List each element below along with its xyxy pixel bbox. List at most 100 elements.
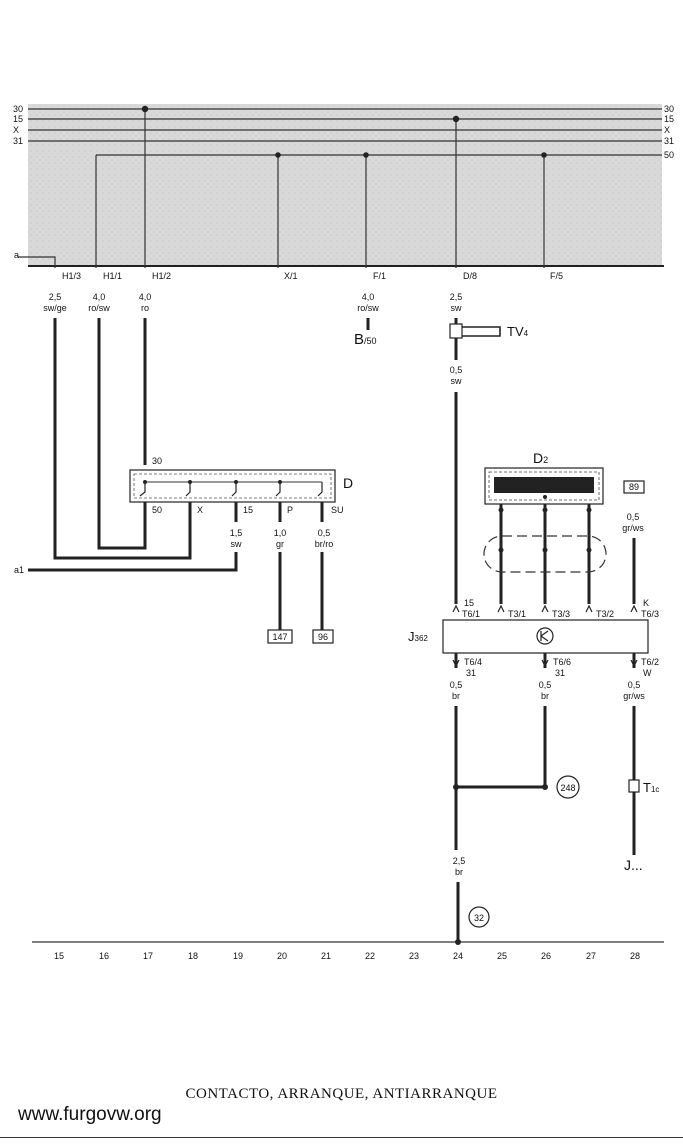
j362-pin-t6-6: T6/6 (553, 657, 571, 667)
shielding-loop (483, 535, 607, 573)
switch-d-pin-x: X (197, 505, 203, 515)
track-24: 24 (453, 951, 463, 961)
switch-d-label: D (343, 475, 353, 491)
connector-f5: F/5 (550, 271, 563, 281)
switch-d-pin-p: P (287, 505, 293, 515)
b50-stub: B/50 (354, 318, 377, 348)
diagram-caption: CONTACTO, ARRANQUE, ANTIARRANQUE (185, 1086, 498, 1102)
ref-box-96 (312, 629, 334, 644)
j-dots-label: J... (624, 857, 643, 873)
rail-label-31-right: 31 (664, 136, 674, 146)
ref-box-147 (267, 629, 293, 644)
wire-gauge-d8: 2,5 (450, 292, 463, 302)
control-unit-j362: J362 (408, 619, 649, 654)
j362-pin-t6-4: T6/4 (464, 657, 482, 667)
rail-label-30-left: 30 (13, 104, 23, 114)
wire-gauge-89: 0,5 (627, 512, 640, 522)
switch-d-pin-30: 30 (152, 456, 162, 466)
b50-label: B/50 (354, 331, 377, 348)
wire-gauge-dsu: 0,5 (318, 528, 331, 538)
supply-rails (28, 108, 662, 156)
j362-label: J362 (408, 629, 428, 644)
connector-f1: F/1 (373, 271, 386, 281)
track-16: 16 (99, 951, 109, 961)
wire-color-d8: sw (451, 303, 463, 313)
wire-gauge-t6-4: 0,5 (450, 680, 463, 690)
wire-gauge-ground: 2,5 (453, 856, 466, 866)
junction-248-dot (453, 784, 459, 790)
wire-color-89: gr/ws (622, 523, 644, 533)
wire-gauge-h1-2: 4,0 (139, 292, 152, 302)
rail-label-15-left: 15 (13, 114, 23, 124)
wire-gauge-f1: 4,0 (362, 292, 375, 302)
track-28: 28 (630, 951, 640, 961)
j362-pin-t3-1: T3/1 (508, 609, 526, 619)
connector-h1-2: H1/2 (152, 271, 171, 281)
j362-pin-k: K (643, 598, 649, 608)
wire-gauge-d15: 1,5 (230, 528, 243, 538)
wire-color-t6-2: gr/ws (623, 691, 645, 701)
a-label: a (14, 250, 19, 260)
switch-d-pin-su: SU (331, 505, 344, 515)
d2-label: D2 (533, 450, 548, 466)
track-18: 18 (188, 951, 198, 961)
j362-pin-31-a: 31 (466, 668, 476, 678)
rail-label-31-left: 31 (13, 136, 23, 146)
j362-pin-t3-3: T3/3 (552, 609, 570, 619)
j362-pin-w: W (643, 668, 652, 678)
switch-d-pin-15: 15 (243, 505, 253, 515)
connector-d8: D/8 (463, 271, 477, 281)
wire-color-h1-3: sw/ge (43, 303, 67, 313)
j362-pin-t6-3: T6/3 (641, 609, 659, 619)
t1c-label: T1c (643, 780, 659, 795)
panel-wiring (18, 109, 545, 268)
bottom-rule (0, 1137, 683, 1138)
wire-color-t6-6: br (541, 691, 549, 701)
track-22: 22 (365, 951, 375, 961)
wire-color-dsu: br/ro (315, 539, 334, 549)
rail-label-15-right: 15 (664, 114, 674, 124)
wire-gauge-h1-1: 4,0 (93, 292, 106, 302)
track-15: 15 (54, 951, 64, 961)
rail-label-x-left: X (13, 125, 19, 135)
tv4-label: TV4 (507, 324, 529, 339)
switch-feed-wires (28, 318, 238, 572)
a1-label: a1 (14, 565, 24, 575)
rail-junctions (141, 105, 547, 158)
rail-label-50-right: 50 (664, 150, 674, 160)
tv4-connector (449, 323, 463, 339)
wire-gauge-t6-6: 0,5 (539, 680, 552, 690)
rail-label-x-right: X (664, 125, 670, 135)
track-21: 21 (321, 951, 331, 961)
track-25: 25 (497, 951, 507, 961)
relay-panel (28, 104, 662, 266)
ref-248: 248 (560, 783, 575, 793)
wire-gauge-dp: 1,0 (274, 528, 287, 538)
wire-color-dp: gr (276, 539, 284, 549)
t1c-connector (628, 779, 640, 793)
track-27: 27 (586, 951, 596, 961)
wire-gauge-d8-lower: 0,5 (450, 365, 463, 375)
ground-junction (455, 939, 461, 945)
track-19: 19 (233, 951, 243, 961)
reader-coil-d2: D2 (484, 450, 604, 505)
track-17: 17 (143, 951, 153, 961)
wire-color-ground: br (455, 867, 463, 877)
wire-color-d15: sw (231, 539, 243, 549)
ref-89: 89 (629, 482, 639, 492)
ref-box-89 (623, 480, 645, 494)
ref-32: 32 (474, 913, 484, 923)
wire-color-h1-2: ro (141, 303, 149, 313)
wire-color-f1: ro/sw (357, 303, 379, 313)
ref-147: 147 (272, 632, 287, 642)
wire-gauge-t6-2: 0,5 (628, 680, 641, 690)
wire-gauge-h1-3: 2,5 (49, 292, 62, 302)
website-watermark: www.furgovw.org (18, 1104, 162, 1125)
track-23: 23 (409, 951, 419, 961)
track-26: 26 (541, 951, 551, 961)
j362-pin-31-b: 31 (555, 668, 565, 678)
immobilizer-key-icon (536, 627, 554, 645)
wire-color-d8-lower: sw (451, 376, 463, 386)
junction-248-end (542, 784, 548, 790)
